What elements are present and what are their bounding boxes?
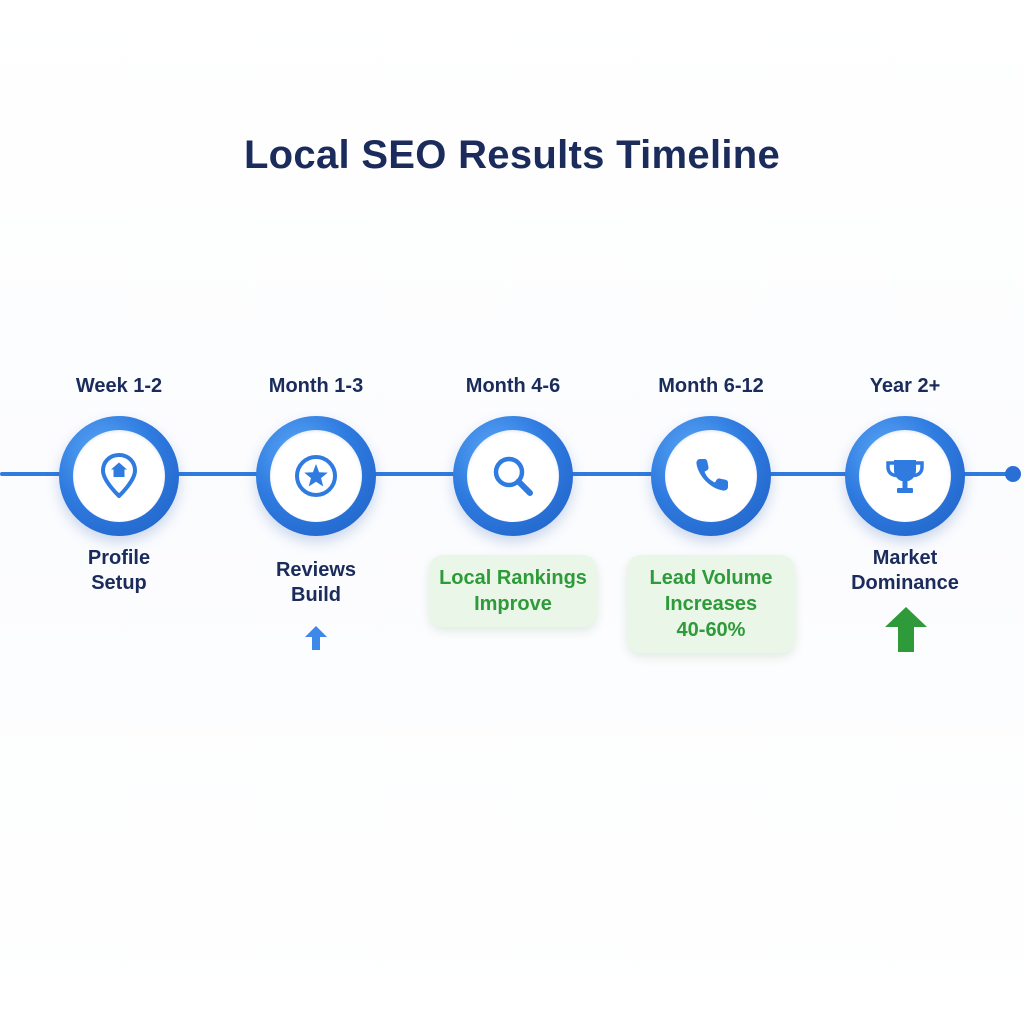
small-up-arrow-icon xyxy=(305,626,327,650)
magnifier-icon xyxy=(493,456,533,496)
phone-icon xyxy=(696,459,728,491)
milestone-node xyxy=(651,416,771,536)
milestone-node xyxy=(453,416,573,536)
timeline-end-dot xyxy=(1005,466,1021,482)
milestone-month-4-6: Month 4-6 Local Rankings Improve xyxy=(413,0,613,1024)
location-pin-icon xyxy=(101,453,137,498)
milestone-week-1-2: Week 1-2 Profile Setup xyxy=(19,0,219,1024)
page-title: Local SEO Results Timeline xyxy=(243,133,781,177)
milestone-year-2-plus: Year 2+ Market Dominance xyxy=(805,0,1005,1024)
milestone-month-6-12: Month 6-12 Lead Volume Increases 40-60% xyxy=(611,0,811,1024)
milestone-month-1-3: Month 1-3 Reviews Build xyxy=(216,0,416,1024)
highlight-box: Local Rankings Improve xyxy=(429,555,597,627)
star-badge-icon xyxy=(295,455,337,497)
milestone-period: Year 2+ xyxy=(869,375,941,397)
highlight-box: Lead Volume Increases 40-60% xyxy=(627,555,795,653)
trophy-icon xyxy=(886,460,924,493)
milestone-label: Profile Setup xyxy=(87,547,151,594)
milestone-label: Market Dominance xyxy=(851,547,959,594)
milestone-period: Month 4-6 xyxy=(465,375,561,397)
milestone-node xyxy=(59,416,179,536)
milestone-label: Local Rankings Improve xyxy=(439,567,587,615)
milestone-period: Week 1-2 xyxy=(75,375,163,397)
milestone-label: Reviews Build xyxy=(275,559,357,606)
milestone-node xyxy=(845,416,965,536)
milestone-node xyxy=(256,416,376,536)
milestone-period: Month 6-12 xyxy=(658,375,764,397)
milestone-period: Month 1-3 xyxy=(268,375,364,397)
large-up-arrow-icon xyxy=(885,607,927,652)
milestone-label: Lead Volume Increases 40-60% xyxy=(649,567,773,641)
